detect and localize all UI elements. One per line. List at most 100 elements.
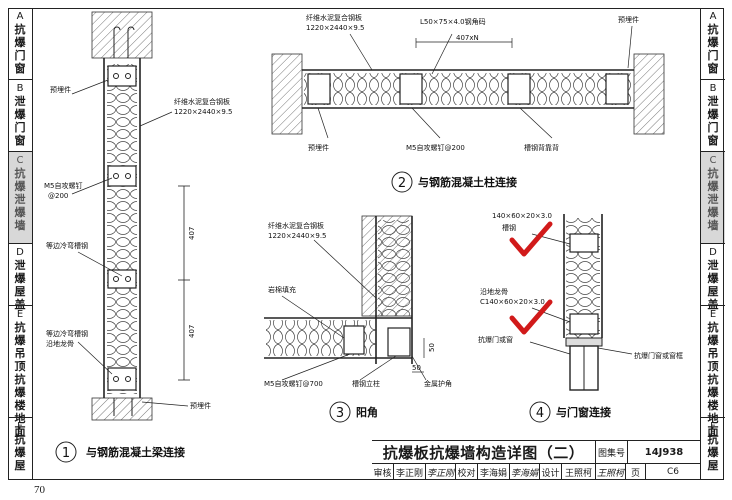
d2-spacing-label: 407xN: [456, 34, 479, 42]
detail-3-drawing: 纤维水泥复合钢板 1220×2440×9.5 岩棉填充 M5自攻螺钉@700 槽…: [264, 215, 452, 423]
sheet-border: [8, 8, 724, 480]
designer-signature: 王照柯: [596, 464, 626, 480]
d1-board-size: 1220×2440×9.5: [174, 108, 233, 116]
tab-name: 泄爆门窗: [14, 95, 26, 147]
checker-name: 李海娟: [478, 464, 510, 480]
construction-drawings: 预埋件 纤维水泥复合钢板 1220×2440×9.5 M5自攻螺钉 @200 等…: [44, 11, 683, 463]
d3-number-circle: [329, 401, 351, 423]
d4-frame-label: 抗爆门或窗: [478, 335, 513, 344]
book-page-number: 70: [34, 484, 45, 496]
rock-wool-insulation: [107, 64, 137, 394]
tab-name: 抗爆门窗: [707, 23, 719, 75]
designer-name: 王照柯: [562, 464, 596, 480]
d1-channel2-label: 等边冷弯槽钢: [46, 329, 88, 338]
tab-letter: D: [709, 247, 717, 258]
tab-letter: D: [16, 247, 24, 258]
page-label: 页: [626, 464, 646, 480]
tab-letter: F: [17, 421, 23, 432]
d2-board-size: 1220×2440×9.5: [306, 24, 365, 32]
d2-board-label: 纤维水泥复合钢板: [306, 13, 362, 22]
d3-corner-label: 金属护角: [424, 379, 452, 388]
detail-2-drawing: 纤维水泥复合钢板 1220×2440×9.5 L50×75×4.0钢角码 407…: [271, 13, 665, 193]
tab-name: 泄爆屋盖: [14, 259, 26, 311]
design-label: 设计: [540, 464, 562, 480]
d1-number-circle: [55, 441, 77, 463]
tab-letter: B: [16, 83, 24, 94]
d4-spec-bottom: C140×60×20×3.0: [480, 298, 545, 306]
d1-caption: 与钢筋混凝土梁连接: [86, 445, 185, 459]
tab-letter: E: [709, 309, 717, 320]
d3-screw-label: M5自攻螺钉@700: [264, 379, 323, 388]
d1-keel-label: 沿地龙骨: [46, 339, 74, 348]
d3-insulation-label: 岩棉填充: [268, 285, 296, 294]
signature-row: 审核 李正刚 李正刚 校对 李海娟 李海娟 设计 王照柯 王照柯 页 C6: [372, 463, 700, 480]
d3-channel-label: 槽钢立柱: [352, 379, 380, 388]
check-mark-bottom-icon: [509, 299, 553, 335]
d3-dim-b: 50: [412, 364, 421, 372]
tab-letter: A: [16, 11, 24, 22]
atlas-number: 14J938: [644, 446, 684, 458]
d1-channel-label: 等边冷弯槽钢: [46, 241, 88, 250]
title-row: 抗爆板抗爆墙构造详图（二） 图集号 14J938: [372, 440, 700, 463]
tab-letter: C: [16, 155, 24, 166]
concrete-beam-top: [91, 11, 153, 59]
title-block: 抗爆板抗爆墙构造详图（二） 图集号 14J938 审核 李正刚 李正刚 校对 李…: [372, 440, 700, 480]
d3-board-label: 纤维水泥复合钢板: [268, 221, 324, 230]
d2-embedded-left-label: 预埋件: [308, 143, 329, 152]
d1-embedded-label: 预埋件: [50, 85, 71, 94]
drawing-title: 抗爆板抗爆墙构造详图（二）: [372, 441, 596, 463]
d1-dim-top: 407: [188, 227, 196, 240]
d2-angle-label: L50×75×4.0钢角码: [420, 17, 486, 26]
d3-caption: 阳角: [356, 405, 378, 419]
d4-keel-name: 沿地龙骨: [480, 287, 508, 296]
d2-screw-label: M5自攻螺钉@200: [406, 143, 465, 152]
d2-caption: 与钢筋混凝土柱连接: [418, 175, 517, 189]
d4-number-circle: [529, 401, 551, 423]
d1-embedded-bottom-label: 预埋件: [190, 401, 211, 410]
d4-caption: 与门窗连接: [556, 405, 611, 419]
d1-dim-bottom: 407: [188, 325, 196, 338]
sheet-page-number: C6: [666, 467, 679, 477]
tab-name: 泄爆门窗: [707, 95, 719, 147]
d4-frame-right-label: 抗爆门窗或窗框: [634, 351, 683, 360]
detail-1-drawing: 预埋件 纤维水泥复合钢板 1220×2440×9.5 M5自攻螺钉 @200 等…: [44, 11, 233, 421]
d2-number-circle: [391, 171, 413, 193]
d2-tube-label: 槽钢背靠背: [524, 143, 559, 152]
concrete-column-right: [633, 53, 665, 135]
d1-screw-spacing: @200: [48, 192, 68, 200]
d1-screw-label: M5自攻螺钉: [44, 181, 83, 190]
reviewer-signature: 李正刚: [426, 464, 456, 480]
review-label: 审核: [372, 464, 394, 480]
detail-4-drawing: 140×60×20×3.0 槽钢 沿地龙骨 C140×60×20×3.0 抗爆门…: [478, 212, 683, 423]
concrete-floor-bottom: [91, 397, 153, 421]
d1-number: 1: [62, 446, 70, 461]
check-mark-top-icon: [509, 221, 553, 257]
atlas-label: 图集号: [596, 441, 628, 463]
tab-letter: C: [709, 155, 717, 166]
tab-name: 抗爆吊顶抗爆楼地面: [707, 321, 719, 438]
tab-letter: F: [710, 421, 716, 432]
concrete-column-left: [271, 53, 303, 135]
d3-dim-a: 50: [428, 343, 436, 352]
tab-name: 泄爆屋盖: [707, 259, 719, 311]
tab-letter: B: [709, 83, 717, 94]
d3-number: 3: [336, 406, 344, 421]
d2-embedded-right-label: 预埋件: [618, 15, 639, 24]
tab-name: 抗爆泄爆墙: [14, 167, 26, 232]
tab-letter: E: [16, 309, 24, 320]
